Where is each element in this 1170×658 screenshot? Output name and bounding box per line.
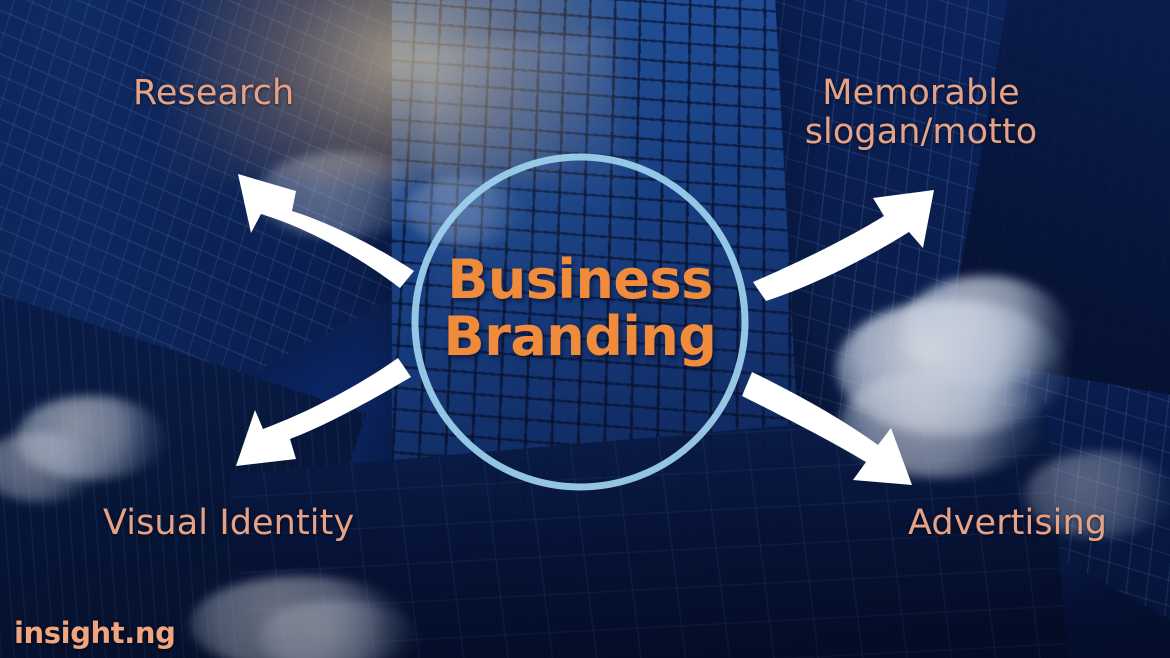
center-circle-ring xyxy=(411,153,749,491)
arrow-to-research-icon xyxy=(238,174,414,288)
arrow-to-slogan-icon xyxy=(753,190,934,301)
arrow-to-visual-icon xyxy=(236,358,411,466)
arrow-group xyxy=(236,174,934,485)
watermark-insight-ng: insight.ng xyxy=(14,616,176,650)
arrow-to-advertising-icon xyxy=(742,372,912,485)
